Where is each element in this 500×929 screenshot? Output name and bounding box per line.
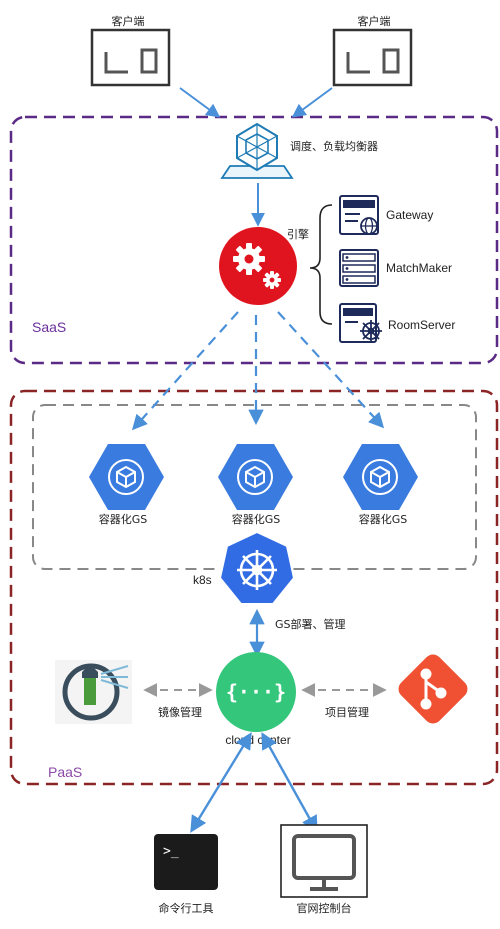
roomserver-server-icon — [339, 303, 382, 343]
cube-icon — [362, 459, 398, 495]
gateway-server-icon — [339, 195, 379, 235]
matchmaker-label: MatchMaker — [386, 261, 452, 275]
gs-deploy-label: GS部署、管理 — [275, 617, 346, 631]
gear-icon — [233, 243, 281, 289]
saas-label: SaaS — [32, 319, 66, 335]
gs2-label: 容器化GS — [232, 512, 281, 526]
console-label: 官网控制台 — [297, 901, 352, 915]
engine-icon — [219, 227, 297, 305]
gs3-label: 容器化GS — [359, 512, 408, 526]
arrow-client-left-to-scheduler — [179, 87, 221, 118]
desktop-device-icon — [346, 48, 400, 74]
cloud-center-icon: {···} — [216, 652, 296, 732]
cube-icon — [237, 459, 273, 495]
roomserver-label: RoomServer — [388, 318, 455, 332]
client-left-label: 客户端 — [112, 14, 145, 28]
arrow-cloud-to-console — [261, 732, 318, 833]
project-mgmt-label: 项目管理 — [325, 705, 369, 719]
kubernetes-icon — [218, 530, 296, 605]
desktop-device-icon — [104, 48, 158, 74]
matchmaker-server-icon — [339, 249, 379, 287]
git-icon — [398, 654, 468, 724]
scheduler-label: 调度、负载均衡器 — [290, 139, 378, 153]
arrow-cloud-to-cli — [190, 732, 252, 833]
helm-wheel-icon — [237, 550, 277, 590]
load-balancer-icon — [220, 122, 294, 179]
engine-label: 引擎 — [287, 227, 309, 241]
gs1-label: 容器化GS — [99, 512, 148, 526]
cloud-center-label: cloud center — [225, 733, 290, 747]
helm-wheel-icon — [360, 320, 382, 342]
gs-container-3: 容器化GS — [343, 444, 418, 526]
image-mgmt-label: 镜像管理 — [158, 705, 202, 719]
arrow-engine-to-gs1 — [131, 311, 239, 431]
gs-container-1: 容器化GS — [89, 444, 164, 526]
paas-label: PaaS — [48, 764, 82, 780]
terminal-icon: >_ — [154, 834, 218, 890]
saas-region — [9, 115, 499, 365]
client-left: 客户端 — [90, 14, 171, 87]
arrow-engine-to-gs3 — [277, 311, 385, 429]
paas-region — [9, 389, 499, 786]
terminal-prompt: >_ — [163, 844, 179, 859]
console-monitor-icon — [280, 824, 368, 898]
cloud-center-glyph: {···} — [226, 680, 286, 704]
cli-label: 命令行工具 — [159, 901, 214, 915]
engine-components-brace — [309, 204, 333, 325]
client-right-label: 客户端 — [358, 14, 391, 28]
gateway-label: Gateway — [386, 208, 433, 222]
gs-container-2: 容器化GS — [218, 444, 293, 526]
arrow-client-right-to-scheduler — [291, 87, 333, 118]
k8s-label: k8s — [193, 573, 212, 587]
harbor-registry-icon — [55, 660, 132, 724]
k8s-cluster-region — [32, 404, 477, 570]
cube-icon — [108, 459, 144, 495]
client-right: 客户端 — [332, 14, 413, 87]
